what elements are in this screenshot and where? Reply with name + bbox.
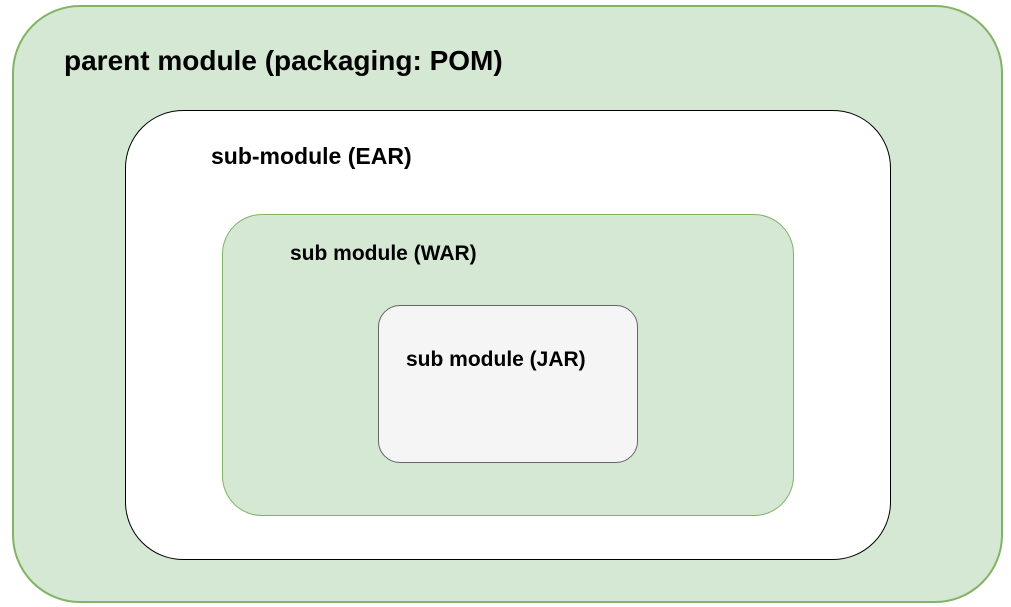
jar-submodule-box: sub module (JAR) xyxy=(378,305,638,463)
ear-submodule-label: sub-module (EAR) xyxy=(211,143,412,169)
jar-submodule-label: sub module (JAR) xyxy=(406,348,586,371)
war-submodule-label: sub module (WAR) xyxy=(290,242,477,265)
parent-module-label: parent module (packaging: POM) xyxy=(64,45,503,76)
